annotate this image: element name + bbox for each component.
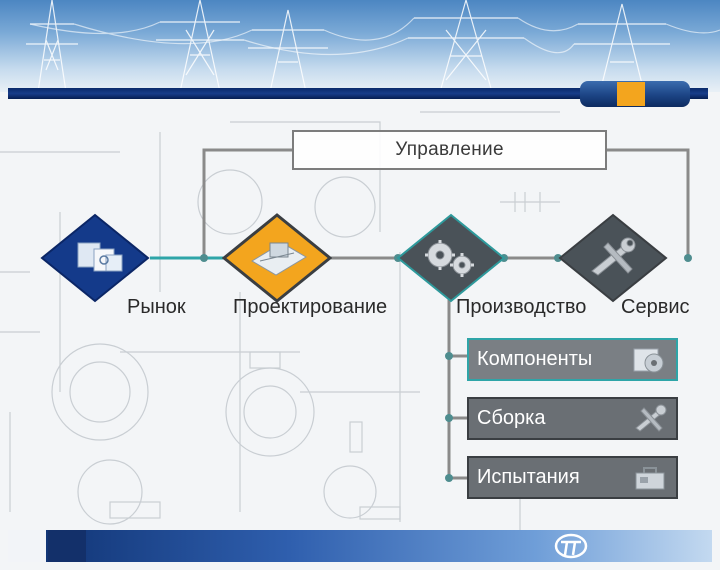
footer-square-dark: [48, 530, 86, 562]
footer-square-light: [8, 530, 46, 562]
stage-design-diamond[interactable]: [222, 213, 332, 303]
footer-band: [8, 530, 712, 562]
toolbox-icon: [635, 467, 665, 490]
wrench-icon: [591, 237, 636, 276]
header-band: [8, 88, 708, 99]
header-accent-square: [617, 82, 645, 106]
stage-production-diamond[interactable]: [396, 213, 506, 303]
stage-production-label: Производство: [456, 296, 587, 318]
stage-service-diamond[interactable]: [558, 213, 668, 303]
management-box[interactable]: Управление: [292, 130, 607, 170]
circuit-schematic-background: [0, 111, 560, 532]
step-assembly[interactable]: Сборка: [467, 397, 678, 440]
header-photo: [0, 0, 720, 92]
power-towers-image: [26, 0, 720, 92]
stage-service-label: Сервис: [621, 296, 690, 318]
gears-icon: [425, 240, 474, 277]
step-testing[interactable]: Испытания: [467, 456, 678, 499]
blueprint-icon: [251, 242, 307, 276]
wrench-icon: [635, 404, 667, 432]
step-components-label: Компоненты: [477, 348, 593, 370]
management-left-connector: [202, 148, 294, 260]
stage-design-label: Проектирование: [233, 296, 388, 318]
step-components[interactable]: Компоненты: [467, 338, 678, 381]
building-blocks-icon: [77, 242, 123, 272]
step-testing-label: Испытания: [477, 466, 580, 488]
step-assembly-label: Сборка: [477, 407, 546, 429]
components-icon: [633, 348, 664, 373]
stage-market-diamond[interactable]: [40, 213, 150, 303]
stage-market-label: Рынок: [127, 296, 186, 318]
company-logo: [554, 533, 588, 559]
management-right-connector: [605, 148, 690, 260]
